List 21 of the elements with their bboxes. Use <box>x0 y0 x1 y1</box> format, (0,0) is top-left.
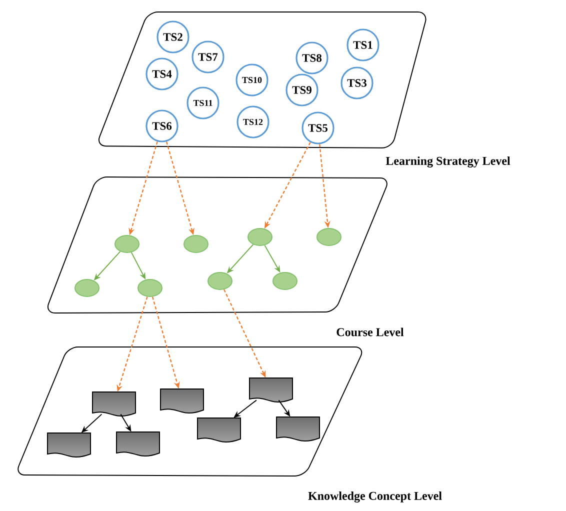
level-plane <box>47 176 404 336</box>
course-circle <box>184 235 208 253</box>
course-circle <box>248 228 272 246</box>
level-label: Knowledge Concept Level <box>308 492 442 502</box>
level-plane <box>98 12 510 168</box>
concept-document <box>116 432 160 457</box>
course-circle <box>272 272 298 290</box>
level-label: Course Level <box>336 328 404 336</box>
course-circle <box>316 228 342 246</box>
course-circle <box>114 235 140 253</box>
concept-document <box>276 416 320 442</box>
concept-document <box>92 392 136 417</box>
course-circle <box>208 272 232 290</box>
concept-document <box>197 418 241 443</box>
course-circle <box>138 279 162 297</box>
level-label: Learning Strategy Level <box>386 156 510 168</box>
concept-document <box>249 378 293 403</box>
level-plane <box>18 346 442 502</box>
course-circle <box>74 279 100 297</box>
concept-document <box>160 388 204 414</box>
concept-document <box>47 432 91 458</box>
